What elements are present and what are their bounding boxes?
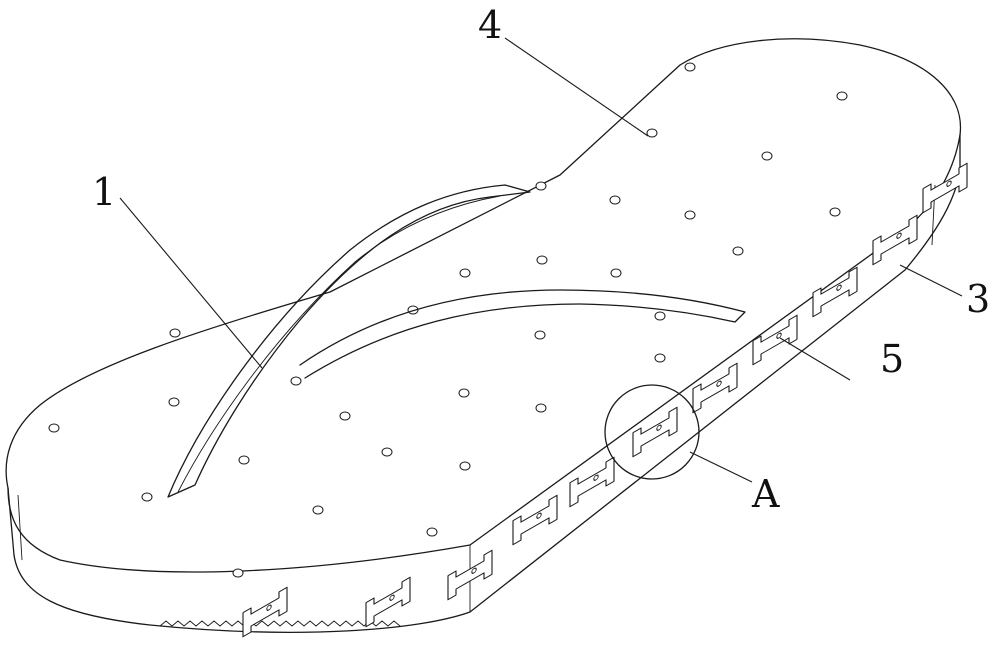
sole-bottom-outline — [13, 169, 961, 633]
callout-5: 5 — [880, 337, 904, 381]
vent-hole — [534, 330, 546, 340]
vent-hole — [459, 461, 471, 471]
vent-hole — [684, 210, 696, 220]
leader-a — [689, 451, 753, 483]
vent-hole — [646, 128, 658, 138]
callout-3: 3 — [966, 277, 990, 321]
vent-hole — [426, 527, 438, 537]
leader-5 — [779, 337, 851, 381]
vent-hole — [290, 376, 302, 386]
vent-hole — [654, 311, 666, 321]
tread-edge — [159, 620, 401, 627]
detail-circle-a — [604, 384, 700, 480]
elastic-slot — [812, 266, 858, 318]
elastic-slot — [752, 314, 798, 366]
vent-hole — [48, 423, 60, 433]
strap-inner-line — [177, 195, 501, 493]
vent-hole — [459, 268, 471, 278]
side-slots — [242, 162, 968, 638]
vent-hole — [169, 328, 181, 338]
vent-hole — [238, 455, 250, 465]
leader-4 — [504, 37, 649, 137]
vent-hole — [836, 91, 848, 101]
vent-hole — [339, 411, 351, 421]
elastic-slot — [569, 456, 615, 508]
elastic-slot — [365, 576, 411, 628]
vent-hole — [609, 195, 621, 205]
vent-hole — [732, 246, 744, 256]
vent-hole — [232, 568, 244, 578]
vent-hole — [458, 388, 470, 398]
elastic-slot — [242, 586, 288, 638]
callout-a: A — [751, 472, 780, 516]
vent-holes — [48, 62, 848, 578]
vent-hole — [761, 151, 773, 161]
vent-hole — [168, 397, 180, 407]
strap-outer — [167, 184, 531, 498]
elastic-slot — [632, 406, 678, 458]
sole-front-edge — [7, 487, 15, 556]
vent-hole — [536, 255, 548, 265]
leader-3 — [899, 264, 963, 297]
callout-4: 4 — [478, 3, 502, 47]
vent-hole — [684, 62, 696, 72]
vent-hole — [535, 181, 547, 191]
vent-hole — [610, 268, 622, 278]
vent-hole — [654, 353, 666, 363]
leader-1 — [119, 197, 263, 369]
elastic-slot — [692, 362, 738, 414]
vent-hole — [535, 403, 547, 413]
elastic-slot — [922, 162, 968, 214]
vent-hole — [141, 492, 153, 502]
callout-1: 1 — [92, 170, 116, 214]
sole-top-outline — [5, 38, 962, 573]
arch-curve — [299, 289, 746, 379]
sole-inner-edge — [17, 494, 23, 561]
vent-hole — [381, 447, 393, 457]
elastic-slot — [447, 549, 493, 601]
vent-hole — [312, 505, 324, 515]
vent-hole — [829, 207, 841, 217]
elastic-slot — [512, 494, 558, 546]
elastic-slot — [872, 214, 918, 266]
